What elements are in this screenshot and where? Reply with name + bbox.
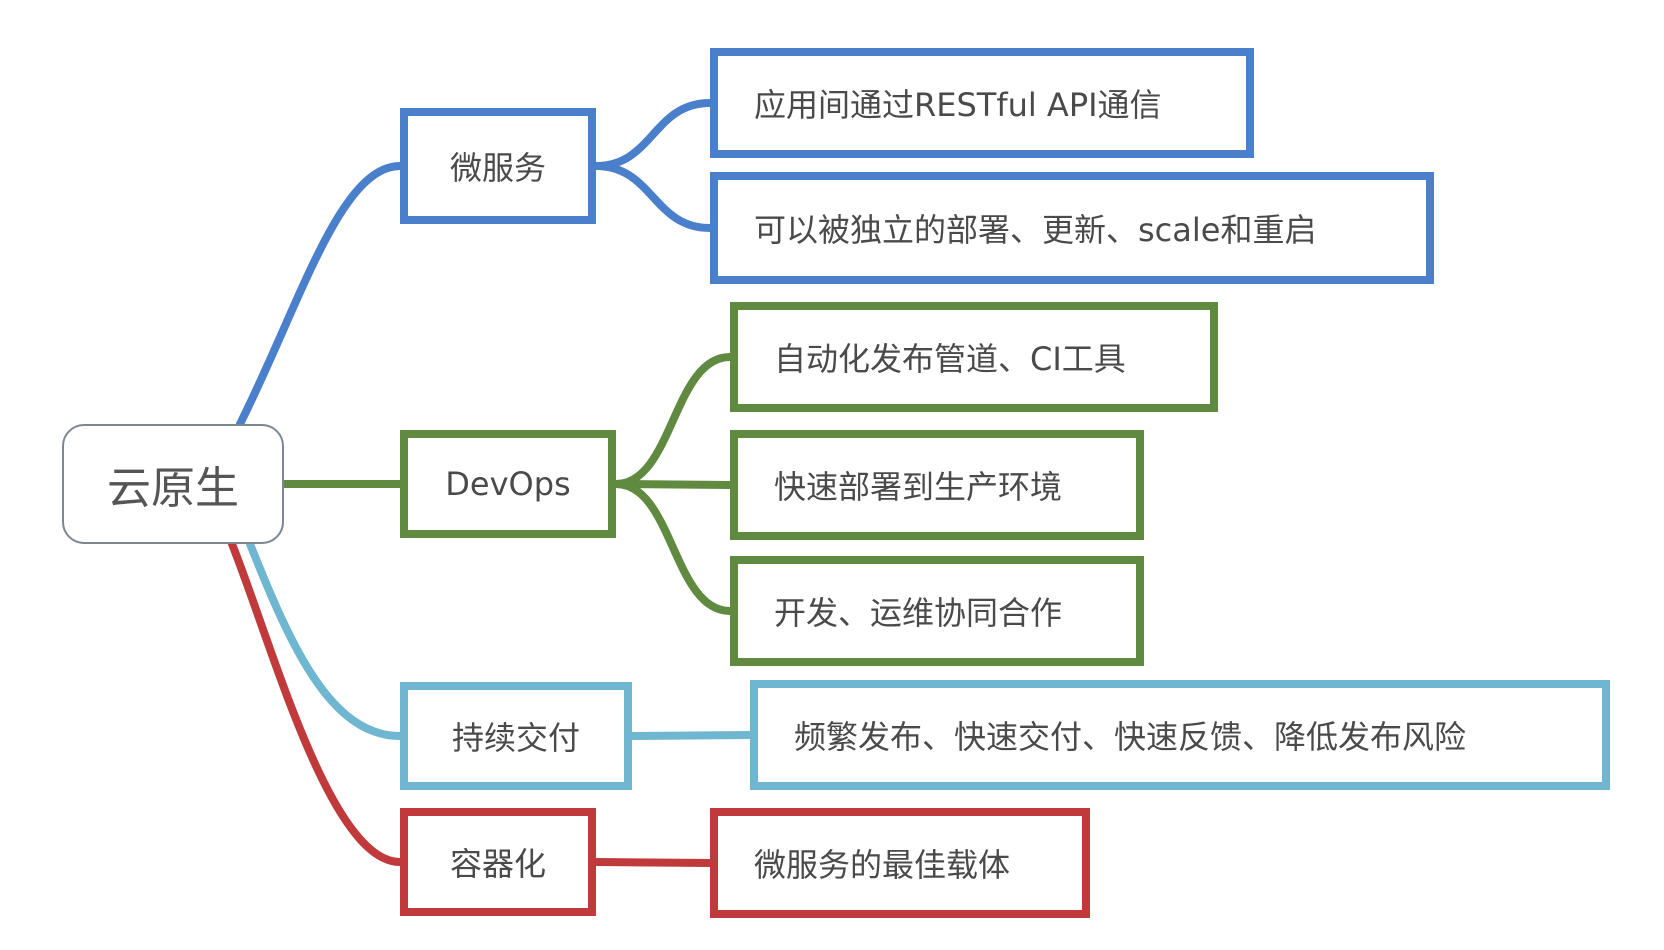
root-label: 云原生 — [107, 463, 239, 514]
leaf-label: 可以被独立的部署、更新、scale和重启 — [754, 211, 1317, 249]
connector-devops-to-leaf-1 — [612, 480, 734, 489]
connector-root-to-micro — [236, 162, 404, 428]
connector-root-to-cont — [228, 540, 404, 866]
branch-label: DevOps — [445, 465, 571, 503]
leaf-label: 快速部署到生产环境 — [774, 468, 1063, 506]
leaf-restful-api[interactable]: 应用间通过RESTful API通信 — [710, 48, 1254, 158]
leaf-fast-deploy[interactable]: 快速部署到生产环境 — [730, 430, 1144, 540]
root-node[interactable]: 云原生 — [62, 424, 284, 544]
connector-cont-to-leaf-0 — [592, 858, 714, 867]
branch-microservices[interactable]: 微服务 — [400, 108, 596, 224]
branch-label: 持续交付 — [451, 719, 580, 757]
branch-containerization[interactable]: 容器化 — [400, 808, 596, 916]
connector-root-to-cd — [246, 540, 404, 740]
leaf-frequent-release[interactable]: 频繁发布、快速交付、快速反馈、降低发布风险 — [750, 680, 1610, 790]
leaf-label: 微服务的最佳载体 — [754, 846, 1011, 884]
connector-micro-to-leaf-0 — [592, 99, 714, 170]
leaf-independent-deploy[interactable]: 可以被独立的部署、更新、scale和重启 — [710, 172, 1434, 284]
leaf-dev-ops-collab[interactable]: 开发、运维协同合作 — [730, 556, 1144, 666]
branch-devops[interactable]: DevOps — [400, 430, 616, 538]
leaf-label: 频繁发布、快速交付、快速反馈、降低发布风险 — [794, 718, 1467, 756]
leaf-ci-pipeline[interactable]: 自动化发布管道、CI工具 — [730, 302, 1218, 412]
leaf-label: 应用间通过RESTful API通信 — [754, 86, 1162, 124]
branch-label: 微服务 — [449, 149, 546, 187]
connector-cd-to-leaf-0 — [628, 731, 754, 740]
connector-devops-to-leaf-0 — [612, 353, 734, 488]
connector-micro-to-leaf-1 — [592, 162, 714, 232]
connector-devops-to-leaf-2 — [612, 480, 734, 615]
branch-continuous-delivery[interactable]: 持续交付 — [400, 682, 632, 790]
leaf-best-carrier[interactable]: 微服务的最佳载体 — [710, 808, 1090, 918]
leaf-label: 开发、运维协同合作 — [774, 594, 1063, 632]
branch-label: 容器化 — [449, 845, 546, 883]
leaf-label: 自动化发布管道、CI工具 — [774, 340, 1126, 378]
